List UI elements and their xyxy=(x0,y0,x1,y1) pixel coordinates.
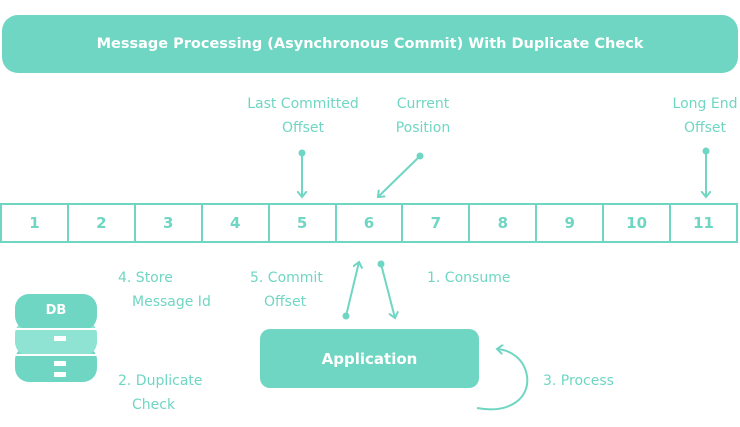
consume-arrow xyxy=(377,260,396,319)
offset-cell: 3 xyxy=(133,205,201,241)
process-label: 3. Process xyxy=(543,373,614,389)
offset-cell: 10 xyxy=(602,205,669,241)
process-loop-arrow xyxy=(476,349,529,411)
offset-cell: 11 xyxy=(669,205,736,241)
offset-cell: 4 xyxy=(200,205,268,241)
diagram-title: Message Processing (Asynchronous Commit)… xyxy=(96,36,644,52)
duplicate-check-label: 2. Duplicate Check xyxy=(118,369,203,417)
long-end-line1: Long End xyxy=(672,96,738,112)
application-box: Application xyxy=(260,329,479,388)
last-committed-pointer-arrow xyxy=(299,149,306,198)
long-end-pointer-arrow xyxy=(703,147,710,198)
partition-log: 1 2 3 4 5 6 7 8 9 10 11 xyxy=(0,203,738,243)
offset-cell: 1 xyxy=(29,214,40,232)
last-committed-offset-label: Last Committed Offset xyxy=(240,92,366,140)
application-label: Application xyxy=(321,349,418,368)
consume-label: 1. Consume xyxy=(427,270,511,286)
database-label: DB xyxy=(46,303,67,318)
current-position-pointer-arrow xyxy=(378,152,424,198)
offset-cell: 9 xyxy=(535,205,602,241)
offset-cell: 5 xyxy=(267,205,335,241)
long-end-offset-label: Long End Offset xyxy=(664,92,740,140)
current-line2: Position xyxy=(395,120,451,136)
offset-cell: 8 xyxy=(468,205,535,241)
duplicate-line2: Check xyxy=(132,397,176,413)
store-line1: 4. Store xyxy=(118,270,173,286)
current-position-label: Current Position xyxy=(380,92,466,140)
commit-arrow xyxy=(342,262,360,320)
offset-cell: 6 xyxy=(334,205,402,241)
long-end-line2: Offset xyxy=(683,120,727,136)
store-line2: Message Id xyxy=(132,294,211,310)
last-committed-line2: Offset xyxy=(281,120,325,136)
store-message-id-label: 4. Store Message Id xyxy=(118,266,211,314)
offset-cell: 7 xyxy=(401,205,468,241)
commit-offset-label: 5. Commit Offset xyxy=(250,266,323,314)
commit-line1: 5. Commit xyxy=(250,270,323,286)
last-committed-line1: Last Committed xyxy=(247,96,359,112)
current-line1: Current xyxy=(396,96,450,112)
commit-line2: Offset xyxy=(264,294,307,310)
title-banner: Message Processing (Asynchronous Commit)… xyxy=(2,15,738,73)
database-icon: DB xyxy=(15,294,97,382)
duplicate-line1: 2. Duplicate xyxy=(118,373,203,389)
offset-cell: 2 xyxy=(66,205,134,241)
